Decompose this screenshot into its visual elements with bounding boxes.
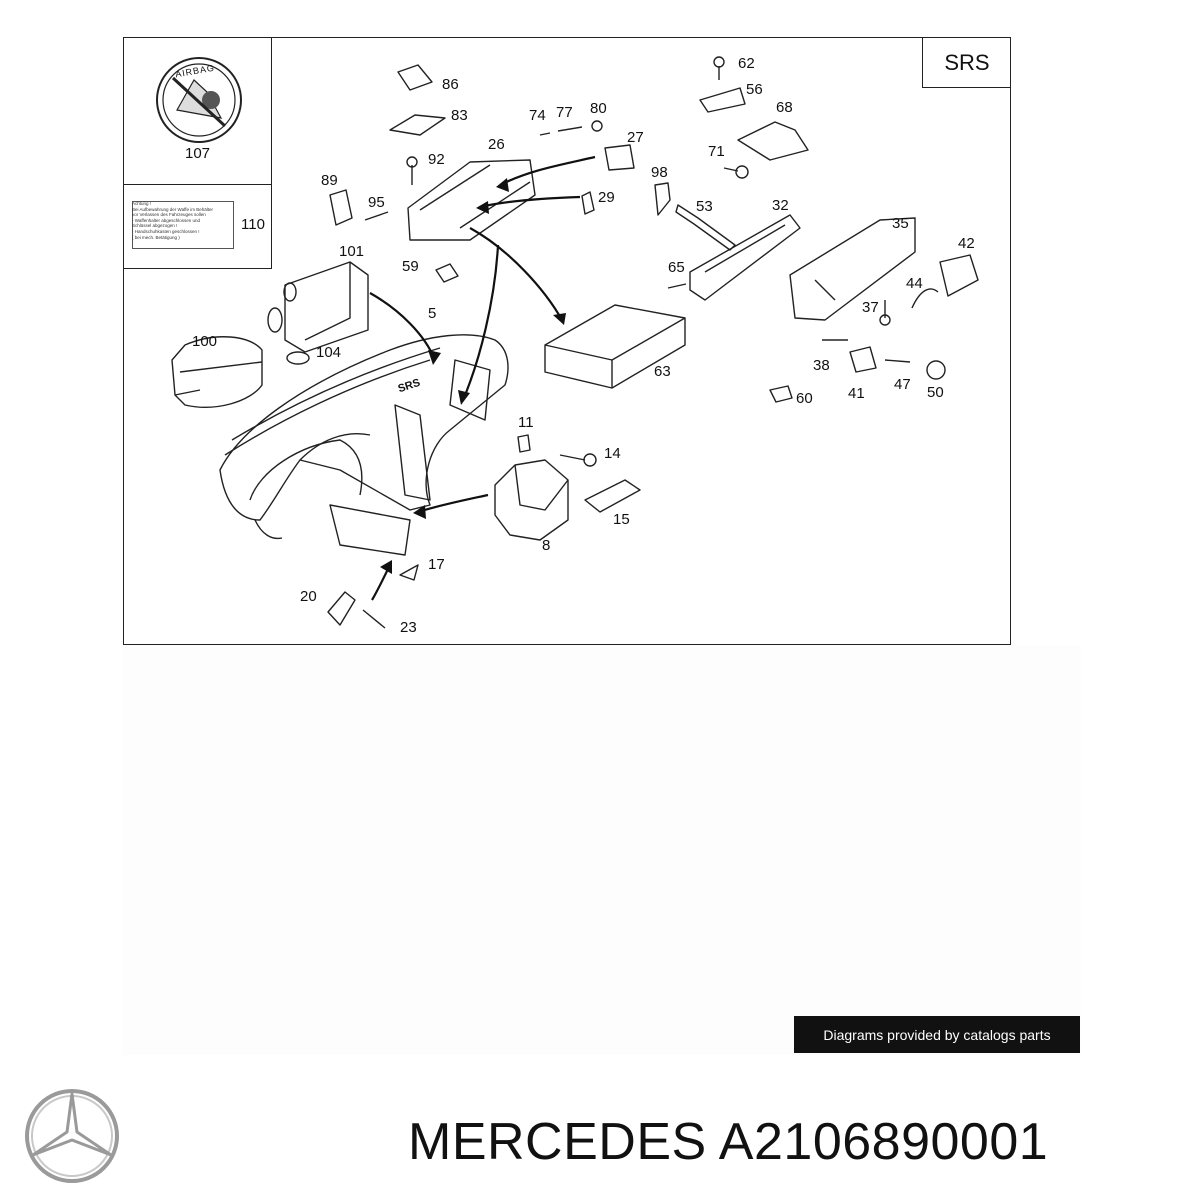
callout-107: 107 — [185, 145, 211, 162]
callout-60: 60 — [796, 390, 813, 407]
callout-74: 74 — [529, 107, 546, 124]
callout-86: 86 — [442, 76, 459, 93]
callout-56: 56 — [746, 81, 763, 98]
airbag-symbol-text: AIRBAG — [174, 62, 216, 80]
srs-control-unit — [544, 304, 686, 389]
callout-11: 11 — [518, 414, 534, 431]
callout-83: 83 — [451, 107, 468, 124]
exploded-view-drawing — [156, 56, 979, 629]
callout-44: 44 — [906, 275, 923, 292]
callout-71: 71 — [708, 143, 725, 160]
callout-17: 17 — [428, 556, 445, 573]
callout-89: 89 — [321, 172, 338, 189]
callout-42: 42 — [958, 235, 975, 252]
passenger-airbag — [284, 261, 369, 353]
callout-15: 15 — [613, 511, 630, 528]
callout-20: 20 — [300, 588, 317, 605]
callout-35: 35 — [892, 215, 909, 232]
diagram-credit: Diagrams provided by catalogs parts — [794, 1016, 1080, 1053]
callout-53: 53 — [696, 198, 713, 215]
callout-41: 41 — [848, 385, 865, 402]
part-number: A2106890001 — [718, 1113, 1049, 1171]
callout-104: 104 — [316, 344, 342, 361]
warning-sticker-text: Achtung ! Bei Aufbewahrung der Waffe im … — [132, 201, 238, 240]
warning-sticker — [132, 201, 234, 249]
sticker-line: Schlüssel abgezogen ! — [132, 223, 178, 229]
callout-47: 47 — [894, 376, 911, 393]
switch-module — [494, 459, 569, 541]
callout-14: 14 — [604, 445, 621, 462]
sticker-line: ( bei mech. Betätigung ) — [132, 234, 180, 240]
callout-68: 68 — [776, 99, 793, 116]
callout-62: 62 — [738, 55, 755, 72]
callout-98: 98 — [651, 164, 668, 181]
callout-23: 23 — [400, 619, 417, 636]
callout-100: 100 — [192, 333, 218, 350]
callout-8: 8 — [542, 537, 551, 554]
callout-29: 29 — [598, 189, 615, 206]
product-heading: MERCEDES A2106890001 — [408, 1112, 1048, 1172]
callout-92: 92 — [428, 151, 445, 168]
callout-59: 59 — [402, 258, 419, 275]
glovebox-lid — [789, 217, 916, 321]
callout-63: 63 — [654, 363, 671, 380]
callout-95: 95 — [368, 194, 385, 211]
dashboard-outline — [219, 334, 509, 521]
system-tag-srs: SRS — [922, 38, 1011, 88]
callout-37: 37 — [862, 299, 879, 316]
callout-110: 110 — [241, 216, 265, 233]
sticker-line: - Handschuhkasten geschlossen ! — [132, 228, 200, 234]
warning-label-inset: 110 — [123, 184, 272, 269]
airbag-inset: AIRBAG 107 — [123, 38, 272, 185]
callout-27: 27 — [627, 129, 644, 146]
callout-26: 26 — [488, 136, 505, 153]
callout-80: 80 — [590, 100, 607, 117]
glovebox-housing — [407, 159, 536, 241]
callout-5: 5 — [428, 305, 437, 322]
airbag-warning-icon — [156, 57, 242, 143]
glovebox-rail — [689, 214, 801, 301]
callout-38: 38 — [813, 357, 830, 374]
callout-50: 50 — [927, 384, 944, 401]
sticker-line: vor Verlassen des Fahrzeuges sollen — [132, 212, 206, 218]
callout-101: 101 — [339, 243, 365, 260]
sticker-line: Bei Aufbewahrung der Waffe im Behälter — [132, 206, 214, 212]
callout-65: 65 — [668, 259, 685, 276]
sticker-line: Achtung ! — [132, 201, 152, 206]
airbag-canister — [171, 336, 263, 408]
sticker-line: - Waffenhalter abgeschlossen und — [132, 217, 201, 223]
blank-canvas-area — [123, 645, 1081, 1055]
brand-name: MERCEDES — [408, 1113, 707, 1171]
glovebox-lower — [329, 504, 411, 556]
mercedes-star-icon — [25, 1089, 119, 1183]
callout-77: 77 — [556, 104, 573, 121]
callout-32: 32 — [772, 197, 789, 214]
